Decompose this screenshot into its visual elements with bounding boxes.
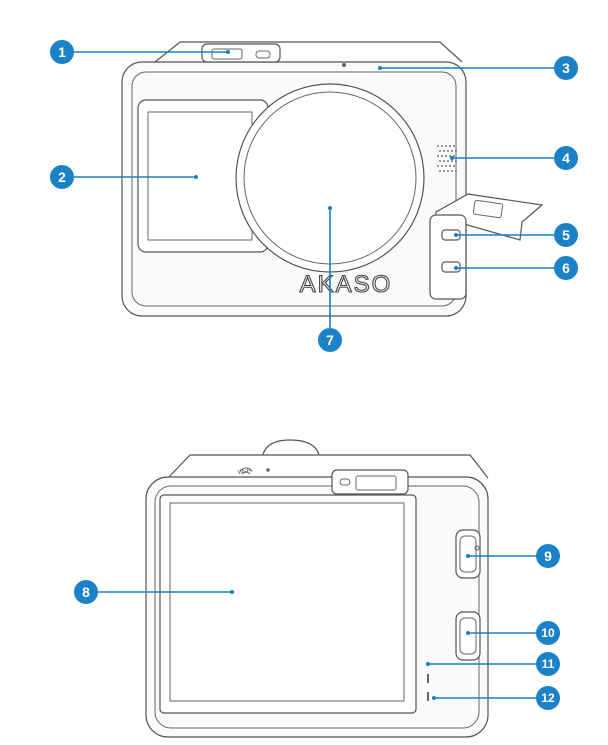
grille-hole	[445, 155, 447, 157]
grille-hole	[449, 165, 451, 167]
grille-hole	[453, 145, 455, 147]
callout-badge-10: 10	[536, 621, 560, 645]
grille-hole	[437, 145, 439, 147]
shutter-button-top[interactable]	[331, 469, 409, 495]
grille-hole	[447, 170, 449, 172]
callout-badge-4: 4	[554, 146, 578, 170]
back-microphone	[427, 692, 429, 701]
grille-hole	[451, 170, 453, 172]
shutter-button[interactable]	[201, 43, 281, 63]
side-indicator	[474, 545, 480, 551]
callout-number-12: 12	[541, 691, 555, 705]
callout-number-11: 11	[542, 657, 555, 671]
callout-number-4: 4	[562, 150, 570, 166]
grille-hole	[443, 170, 445, 172]
side-door[interactable]	[429, 193, 544, 300]
grille-hole	[447, 160, 449, 162]
grille-hole	[455, 150, 457, 152]
callout-number-2: 2	[58, 169, 66, 185]
callout-badge-7: 7	[318, 328, 342, 352]
grille-hole	[439, 160, 441, 162]
brand-logo: AKASO	[300, 271, 393, 298]
wifi-label: Wi-Fi	[237, 468, 252, 476]
grille-hole	[449, 145, 451, 147]
leader-dot-2	[194, 175, 198, 179]
microphone-hole	[342, 63, 346, 67]
wifi-icon	[239, 467, 253, 475]
leader-dot-8	[230, 590, 234, 594]
leader-dot-11	[426, 662, 430, 666]
callout-number-8: 8	[82, 584, 90, 600]
back-camera: Wi-Fi	[145, 439, 489, 738]
leader-dot-6	[454, 266, 458, 270]
grille-hole	[437, 165, 439, 167]
callout-badge-1: 1	[50, 40, 74, 64]
leader-dot-9	[466, 554, 470, 558]
callout-badge-12: 12	[536, 686, 560, 710]
callout-number-1: 1	[58, 44, 66, 60]
leader-dot-3	[378, 66, 382, 70]
grille-hole	[443, 160, 445, 162]
leader-dot-4	[450, 156, 454, 160]
grille-hole	[455, 170, 457, 172]
wifi-button[interactable]	[455, 611, 481, 661]
grille-hole	[453, 155, 455, 157]
grille-hole	[445, 145, 447, 147]
front-camera: AKASO	[121, 41, 544, 317]
leader-dot-1	[226, 50, 230, 54]
callout-badge-3: 3	[554, 56, 578, 80]
leader-lines	[74, 50, 554, 700]
callout-badge-2: 2	[50, 165, 74, 189]
callout-number-6: 6	[562, 260, 570, 276]
grille-hole	[441, 165, 443, 167]
grille-hole	[451, 150, 453, 152]
callout-badge-8: 8	[74, 580, 98, 604]
grille-hole	[449, 155, 451, 157]
grille-hole	[439, 150, 441, 152]
grille-hole	[447, 150, 449, 152]
speaker-grille	[437, 145, 457, 172]
grille-hole	[443, 150, 445, 152]
leader-dot-5	[454, 233, 458, 237]
callout-badge-5: 5	[554, 223, 578, 247]
callout-badge-6: 6	[554, 256, 578, 280]
callout-number-9: 9	[544, 548, 552, 564]
callout-number-3: 3	[562, 60, 570, 76]
leader-dot-7	[328, 206, 332, 210]
grille-hole	[441, 145, 443, 147]
callout-number-7: 7	[326, 332, 334, 348]
grille-hole	[441, 155, 443, 157]
grille-hole	[453, 165, 455, 167]
callout-badge-11: 11	[536, 652, 560, 676]
touch-screen[interactable]	[159, 494, 417, 714]
indicator-light	[427, 674, 429, 683]
back-camera-top-face	[167, 454, 489, 479]
grille-hole	[451, 160, 453, 162]
callout-number-5: 5	[562, 227, 570, 243]
grille-hole	[439, 170, 441, 172]
grille-hole	[437, 155, 439, 157]
top-indicator	[266, 468, 270, 472]
leader-dot-12	[432, 696, 436, 700]
leader-dot-10	[466, 631, 470, 635]
callout-number-10: 10	[541, 626, 555, 640]
grille-hole	[455, 160, 457, 162]
callout-badge-9: 9	[536, 544, 560, 568]
grille-hole	[445, 165, 447, 167]
callout-badges: 1 2 3 4 5 6 7 8 9 10 11	[50, 40, 578, 710]
